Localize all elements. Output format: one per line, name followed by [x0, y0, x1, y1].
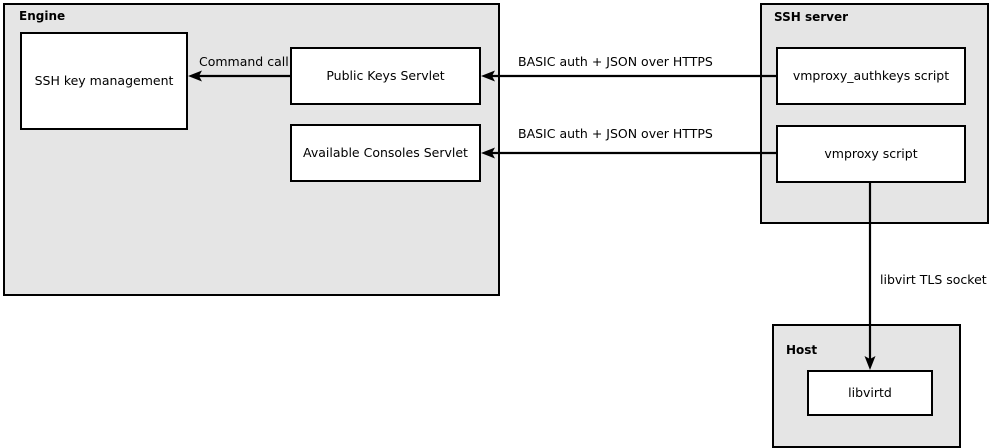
node-public-keys-servlet-label: Public Keys Servlet [326, 68, 445, 84]
edge-vmproxy-https [481, 147, 776, 159]
edge-label-authkeys-https: BASIC auth + JSON over HTTPS [518, 54, 713, 69]
edge-label-command-call: Command call [199, 54, 289, 69]
node-vmproxy-script-label: vmproxy script [824, 146, 918, 162]
node-vmproxy-script[interactable]: vmproxy script [776, 125, 966, 183]
node-vmproxy-authkeys-script[interactable]: vmproxy_authkeys script [776, 47, 966, 105]
node-libvirtd[interactable]: libvirtd [807, 370, 933, 416]
edge-label-libvirt-tls: libvirt TLS socket [880, 272, 987, 287]
node-available-consoles-servlet-label: Available Consoles Servlet [303, 145, 468, 161]
node-ssh-key-management-label: SSH key management [34, 73, 174, 89]
edge-label-vmproxy-https: BASIC auth + JSON over HTTPS [518, 126, 713, 141]
container-ssh-server [760, 3, 989, 224]
node-ssh-key-management[interactable]: SSH key management [20, 32, 188, 130]
node-public-keys-servlet[interactable]: Public Keys Servlet [290, 47, 481, 105]
container-host-title: Host [786, 343, 818, 357]
container-ssh-server-title: SSH server [774, 10, 849, 24]
edge-authkeys-https [481, 70, 776, 82]
node-vmproxy-authkeys-script-label: vmproxy_authkeys script [792, 68, 950, 84]
node-libvirtd-label: libvirtd [848, 385, 892, 401]
node-available-consoles-servlet[interactable]: Available Consoles Servlet [290, 124, 481, 182]
container-engine-title: Engine [19, 9, 66, 23]
